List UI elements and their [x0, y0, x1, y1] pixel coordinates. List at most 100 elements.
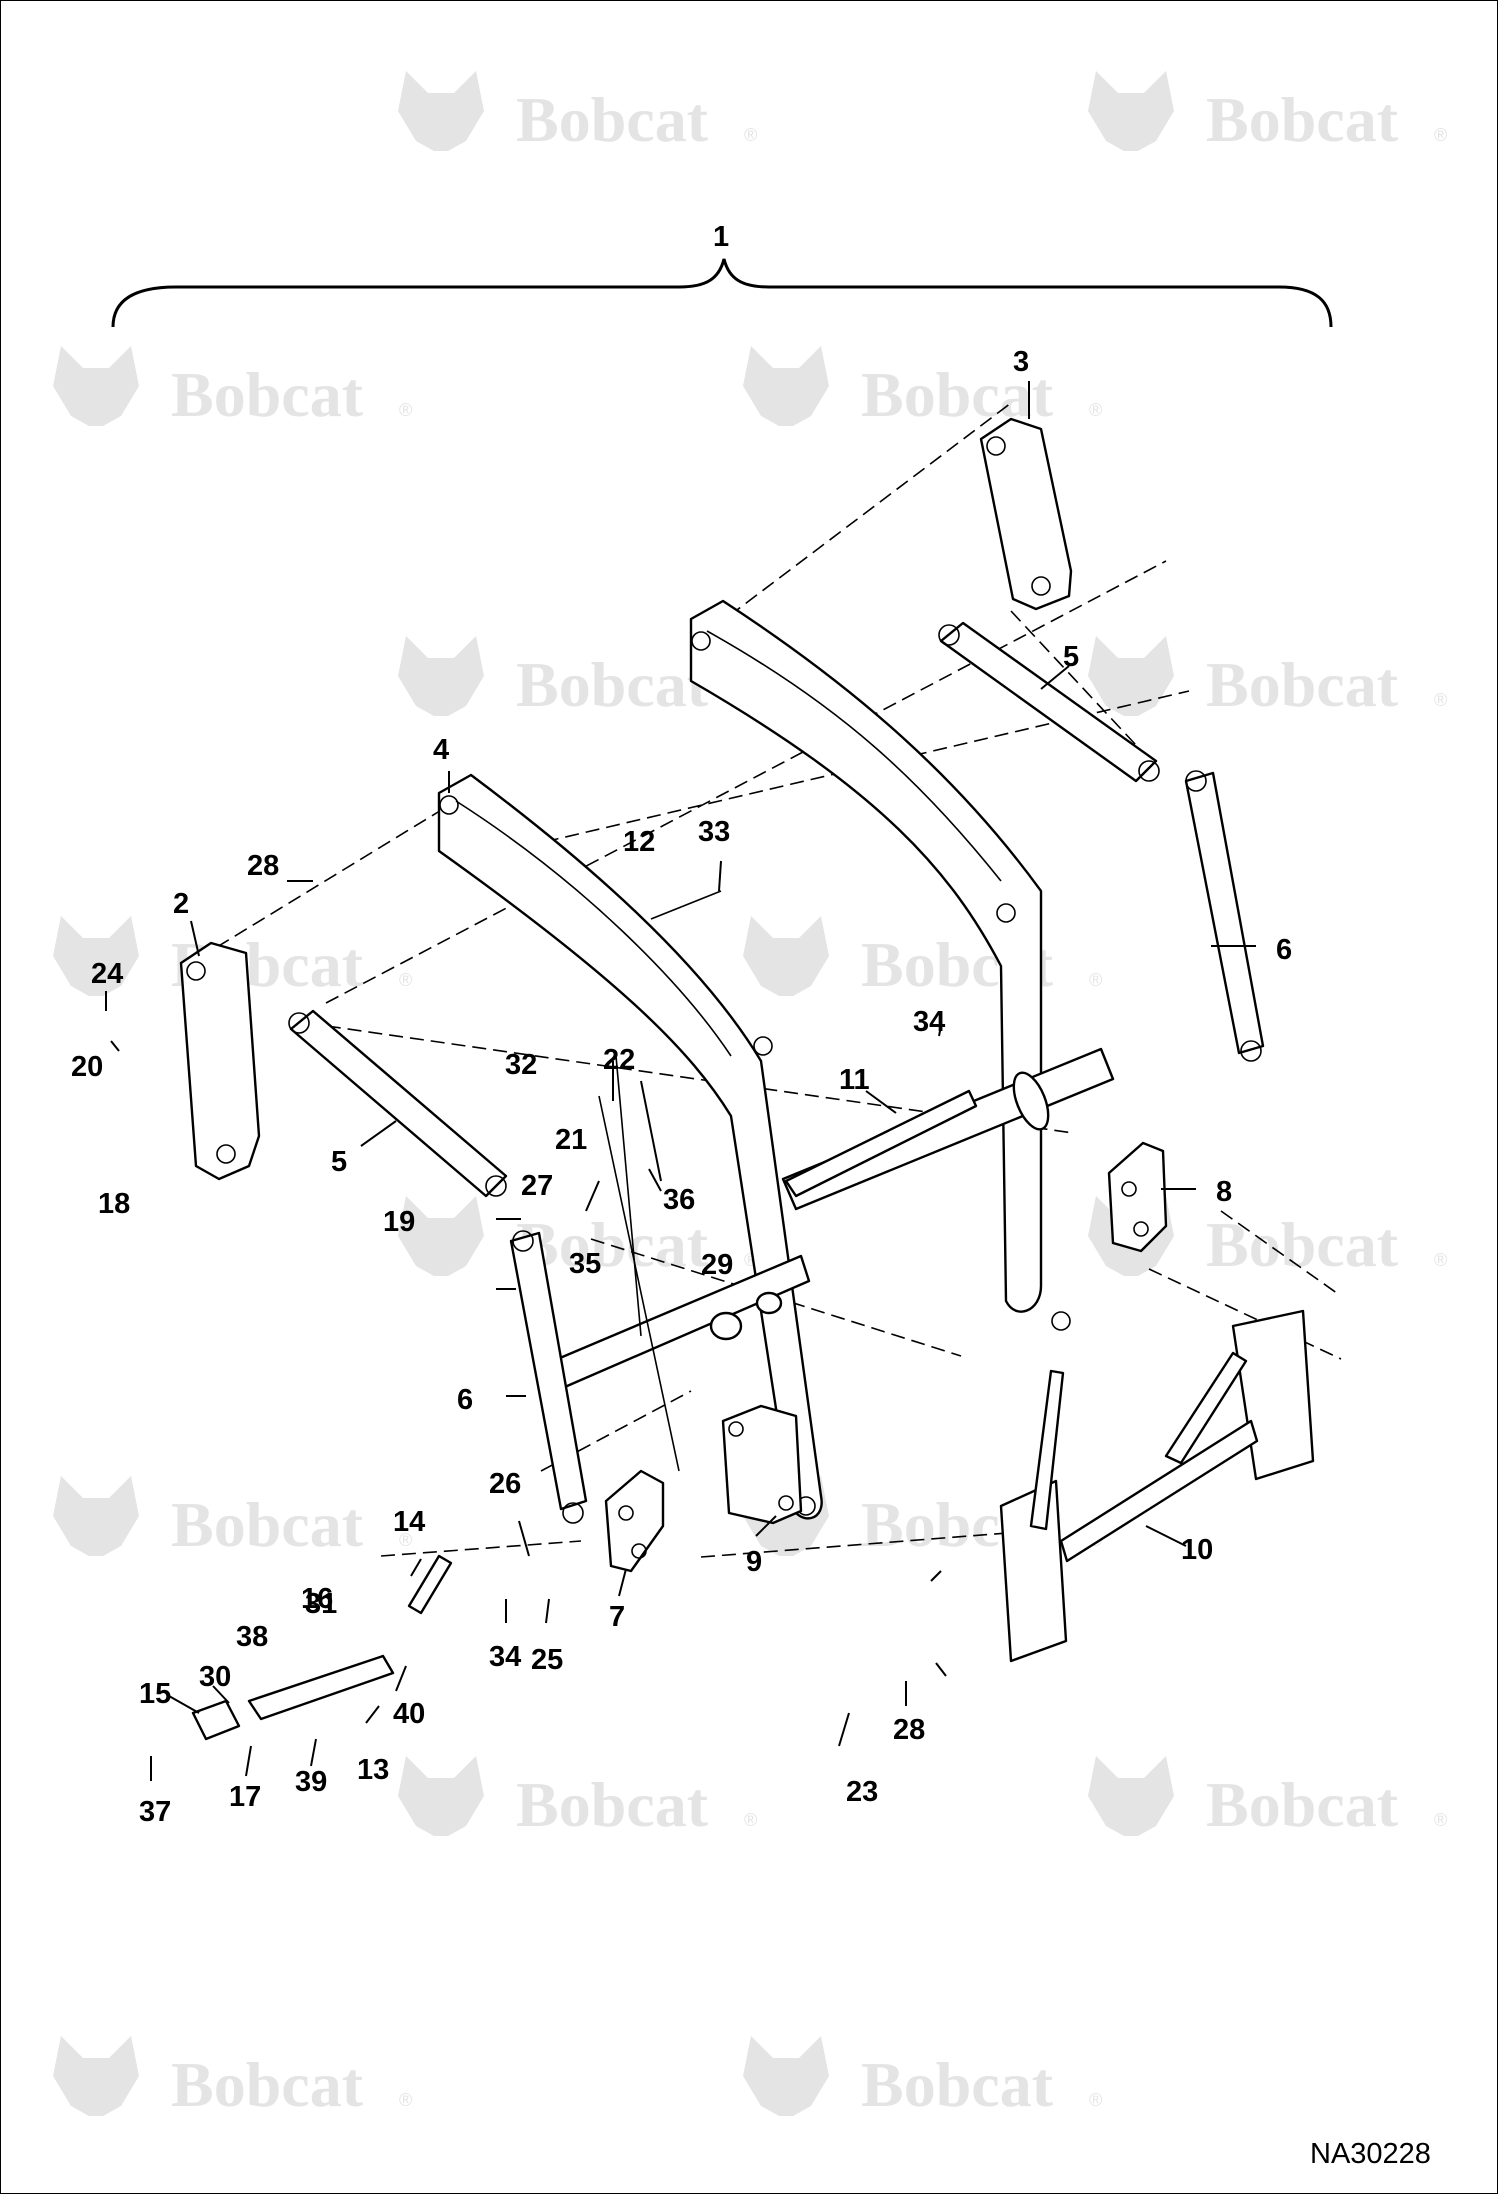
- bobcat-head-logo-icon: [743, 2036, 829, 2116]
- callout-27: 27: [521, 1170, 553, 1202]
- callout-16: 16: [301, 1583, 333, 1615]
- bobcat-head-logo-icon: [1088, 1756, 1174, 1836]
- callout-8: 8: [1216, 1176, 1232, 1208]
- bobcat-head-logo-icon: [398, 1196, 484, 1276]
- callout-10: 10: [1181, 1534, 1213, 1566]
- link-plate-left: [604, 1469, 665, 1573]
- leader-lines: [105, 381, 1256, 1781]
- bobcat-head-logo-icon: [398, 71, 484, 151]
- watermark-registered-mark: ®: [1434, 125, 1447, 145]
- watermark-text: Bobcat: [1206, 649, 1399, 720]
- callout-40: 40: [393, 1698, 425, 1730]
- lever-handle: [191, 1654, 395, 1741]
- callout-21: 21: [555, 1124, 587, 1156]
- watermark-text: Bobcat: [171, 2049, 364, 2120]
- link-plate-right: [1107, 1141, 1168, 1253]
- watermark: Bobcat ®: [53, 346, 412, 430]
- bobcat-head-logo-icon: [398, 1756, 484, 1836]
- callout-6: 6: [1276, 934, 1292, 966]
- bobcat-head-logo-icon: [53, 1476, 139, 1556]
- callout-3: 3: [1013, 346, 1029, 378]
- callout-11: 11: [839, 1064, 870, 1096]
- watermark-text: Bobcat: [516, 84, 709, 155]
- callout-4: 4: [433, 734, 449, 766]
- callout-28: 28: [247, 850, 279, 882]
- watermark: Bobcat®: [398, 636, 757, 720]
- callout-34: 34: [489, 1641, 521, 1673]
- callout-18: 18: [98, 1188, 130, 1220]
- callout-25: 25: [531, 1644, 563, 1676]
- figure-id: NA30228: [1310, 2138, 1431, 2170]
- callout-34: 34: [913, 1006, 945, 1038]
- bobcat-head-logo-icon: [53, 2036, 139, 2116]
- callout-13: 13: [357, 1754, 389, 1786]
- watermark-registered-mark: ®: [1089, 970, 1102, 990]
- callout-24: 24: [91, 958, 123, 990]
- watermark: Bobcat ®: [398, 71, 757, 155]
- callout-12: 12: [623, 826, 655, 858]
- watermark-registered-mark: ®: [744, 125, 757, 145]
- bobcat-head-logo-icon: [743, 346, 829, 426]
- bobcat-head-logo-icon: [398, 636, 484, 716]
- callout-39: 39: [295, 1766, 327, 1798]
- watermark-text: Bobcat: [171, 1489, 364, 1560]
- tilt-cylinder-right: [938, 621, 1160, 783]
- watermark-text: Bobcat: [171, 359, 364, 430]
- watermark-registered-mark: ®: [744, 1810, 757, 1830]
- watermark: Bobcat ®: [743, 346, 1102, 430]
- watermark-registered-mark: ®: [399, 970, 412, 990]
- watermark-registered-mark: ®: [1434, 1810, 1447, 1830]
- quick-tach-link: [721, 1404, 803, 1525]
- watermark-registered-mark: ®: [399, 1530, 412, 1550]
- attachment-frame: [999, 1309, 1315, 1663]
- callout-6: 6: [457, 1384, 473, 1416]
- callout-7: 7: [609, 1601, 625, 1633]
- watermark-registered-mark: ®: [1434, 690, 1447, 710]
- callout-38: 38: [236, 1621, 268, 1653]
- watermark-registered-mark: ®: [1089, 2090, 1102, 2110]
- callout-32: 32: [505, 1049, 537, 1081]
- callout-5: 5: [331, 1146, 347, 1178]
- watermark-registered-mark: ®: [399, 400, 412, 420]
- callout-31: 31: [305, 1588, 337, 1620]
- callout-2: 2: [173, 888, 189, 920]
- watermark: Bobcat ®: [1088, 71, 1447, 155]
- callout-9: 9: [746, 1546, 762, 1578]
- bobcat-head-logo-icon: [743, 916, 829, 996]
- watermark-registered-mark: ®: [1434, 1250, 1447, 1270]
- callout-36: 36: [663, 1184, 695, 1216]
- callout-17: 17: [229, 1781, 261, 1813]
- callout-14: 14: [393, 1506, 425, 1538]
- callout-19: 19: [383, 1206, 415, 1238]
- watermark: Bobcat ®: [743, 2036, 1102, 2120]
- callout-26: 26: [489, 1468, 521, 1500]
- tower-bracket-left: [179, 941, 261, 1181]
- callout-37: 37: [139, 1796, 171, 1828]
- watermark-registered-mark: ®: [399, 2090, 412, 2110]
- bobcat-head-logo-icon: [53, 346, 139, 426]
- tower-bracket-right: [979, 417, 1073, 611]
- watermark: Bobcat®: [1088, 1756, 1447, 1840]
- callout-35: 35: [569, 1248, 601, 1280]
- callout-20: 20: [71, 1051, 103, 1083]
- watermark-text: Bobcat: [1206, 1209, 1399, 1280]
- watermark: Bobcat ®: [53, 2036, 412, 2120]
- lift-cylinder-right: [1184, 770, 1265, 1062]
- watermark-text: Bobcat: [861, 2049, 1054, 2120]
- watermark-registered-mark: ®: [1089, 400, 1102, 420]
- watermark: Bobcat®: [743, 916, 1102, 1000]
- misc-parts: [407, 890, 978, 1615]
- bobcat-head-logo-icon: [1088, 71, 1174, 151]
- bobcat-head-logo-icon: [1088, 636, 1174, 716]
- assembly-brace: [111, 258, 1333, 328]
- callout-1: 1: [713, 221, 729, 253]
- cross-tube: [539, 1047, 1115, 1395]
- watermark-text: Bobcat: [861, 359, 1054, 430]
- lift-arm-rear: [689, 599, 1071, 1331]
- watermark-text: Bobcat: [1206, 84, 1399, 155]
- lift-cylinder-left: [509, 1230, 588, 1524]
- callout-23: 23: [846, 1776, 878, 1808]
